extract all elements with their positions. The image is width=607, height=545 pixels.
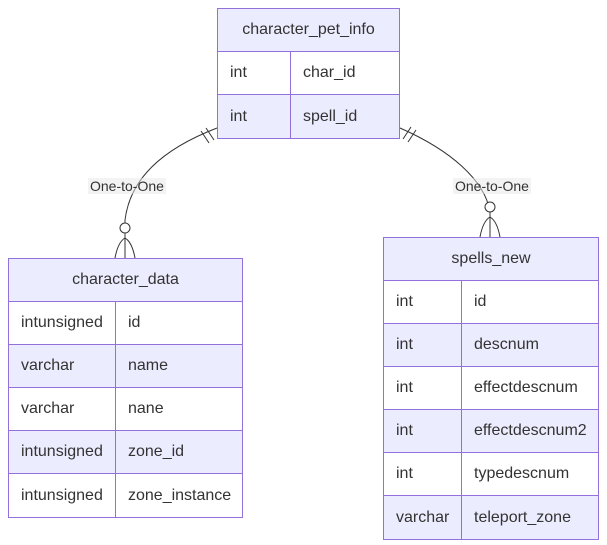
field-type: varchar: [384, 496, 462, 539]
table-row: int spell_id: [218, 95, 399, 138]
marker-one-d: [407, 129, 417, 143]
field-name: descnum: [474, 336, 539, 353]
entity-title: spells_new: [384, 238, 598, 281]
field-type: varchar: [9, 388, 116, 430]
table-row: int effectdescnum2: [384, 410, 598, 453]
table-row: varchar nane: [9, 388, 242, 431]
field-name: effectdescnum: [474, 379, 578, 396]
relationship-label-left: One-to-One: [88, 178, 166, 194]
field-name: name: [128, 357, 169, 374]
entity-title: character_pet_info: [218, 9, 399, 52]
entity-character-pet-info[interactable]: character_pet_info int char_id int spell…: [217, 8, 400, 139]
marker-zero-circle-right: [484, 201, 496, 213]
field-name: zone_id: [128, 443, 185, 460]
marker-one-c: [402, 126, 412, 140]
relationship-label-right: One-to-One: [453, 178, 531, 194]
field-name: spell_id: [303, 107, 358, 125]
table-row: intunsigned zone_id: [9, 431, 242, 474]
field-name: teleport_zone: [474, 508, 571, 526]
field-type: intunsigned: [9, 431, 116, 473]
field-type: int: [384, 324, 462, 366]
marker-crow-foot: [114, 237, 136, 259]
table-row: int effectdescnum: [384, 367, 598, 410]
table-row: varchar name: [9, 345, 242, 388]
field-type: int: [384, 453, 462, 495]
entity-title: character_data: [9, 259, 242, 302]
entity-character-data[interactable]: character_data intunsigned id varchar na…: [8, 258, 243, 518]
field-name: zone_instance: [128, 486, 232, 504]
table-row: int descnum: [384, 324, 598, 367]
table-row: intunsigned zone_instance: [9, 474, 242, 517]
field-type: varchar: [9, 345, 116, 387]
marker-crow-foot-right: [479, 216, 501, 238]
field-type: int: [218, 95, 291, 138]
field-type: int: [384, 410, 462, 452]
table-row: intunsigned id: [9, 302, 242, 345]
table-row: varchar teleport_zone: [384, 496, 598, 539]
field-type: int: [384, 281, 462, 323]
table-row: int char_id: [218, 52, 399, 95]
field-name: id: [128, 314, 141, 331]
marker-zero-circle: [119, 222, 131, 234]
field-name: typedescnum: [474, 465, 570, 482]
table-row: int typedescnum: [384, 453, 598, 496]
field-name: char_id: [303, 64, 356, 81]
relationship-line-left: [124, 127, 218, 258]
field-type: int: [384, 367, 462, 409]
field-type: intunsigned: [9, 302, 116, 344]
marker-one-a: [200, 130, 210, 144]
field-name: id: [474, 293, 487, 310]
table-row: int id: [384, 281, 598, 324]
field-name: effectdescnum2: [474, 422, 587, 439]
field-name: nane: [128, 400, 164, 417]
entity-spells-new[interactable]: spells_new int id int descnum int effect…: [383, 237, 599, 540]
field-type: intunsigned: [9, 474, 116, 517]
marker-one-b: [205, 127, 215, 141]
field-type: int: [218, 52, 291, 94]
